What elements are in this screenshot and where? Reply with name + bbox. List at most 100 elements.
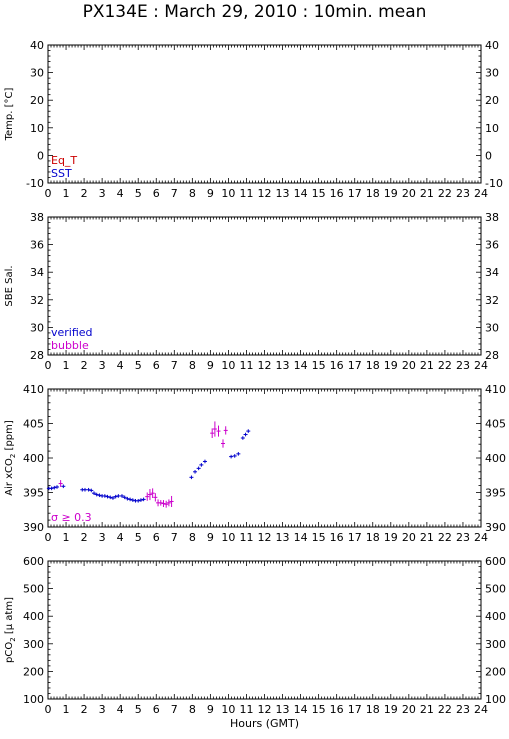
x-tick-label: 9 xyxy=(207,531,214,544)
y-tick-label: 28 xyxy=(30,349,44,362)
x-tick-label: 4 xyxy=(117,187,124,200)
y-tick-label: 405 xyxy=(23,418,44,431)
x-tick-label: 10 xyxy=(221,187,235,200)
x-tick-label: 23 xyxy=(456,531,470,544)
y-tick-label: 30 xyxy=(30,67,44,80)
legend-label: verified xyxy=(51,326,93,339)
y-tick-label: 34 xyxy=(30,266,44,279)
x-tick-label: 17 xyxy=(348,359,362,372)
x-tick-label: 12 xyxy=(258,703,272,716)
x-tick-label: 3 xyxy=(99,531,106,544)
y-tick-label-right: 20 xyxy=(485,94,499,107)
x-tick-label: 15 xyxy=(312,531,326,544)
y-tick-label-right: 500 xyxy=(485,583,506,596)
x-tick-label: 12 xyxy=(258,531,272,544)
y-tick-label-right: 10 xyxy=(485,122,499,135)
x-tick-label: 4 xyxy=(117,703,124,716)
x-tick-label: 1 xyxy=(63,703,70,716)
x-tick-label: 21 xyxy=(420,703,434,716)
y-tick-label-right: 410 xyxy=(485,383,506,396)
y-tick-label-right: 30 xyxy=(485,67,499,80)
y-tick-label: 395 xyxy=(23,487,44,500)
y-tick-label: 38 xyxy=(30,211,44,224)
x-tick-label: 0 xyxy=(45,359,52,372)
x-tick-label: 13 xyxy=(276,187,290,200)
x-tick-label: 19 xyxy=(384,703,398,716)
y-tick-label: 400 xyxy=(23,452,44,465)
x-tick-label: 11 xyxy=(239,703,253,716)
y-tick-label: 0 xyxy=(37,149,44,162)
x-tick-label: 24 xyxy=(474,187,488,200)
x-tick-label: 5 xyxy=(135,703,142,716)
y-tick-label-right: 200 xyxy=(485,665,506,678)
x-tick-label: 3 xyxy=(99,359,106,372)
x-tick-label: 19 xyxy=(384,187,398,200)
x-tick-label: 9 xyxy=(207,187,214,200)
legend-label: SST xyxy=(51,167,72,180)
x-tick-label: 7 xyxy=(171,703,178,716)
x-tick-label: 14 xyxy=(294,531,308,544)
y-tick-label: 32 xyxy=(30,294,44,307)
x-tick-label: 0 xyxy=(45,531,52,544)
x-tick-label: 6 xyxy=(153,359,160,372)
y-tick-label-right: 395 xyxy=(485,487,506,500)
x-tick-label: 0 xyxy=(45,703,52,716)
x-tick-label: 21 xyxy=(420,359,434,372)
y-tick-label-right: 38 xyxy=(485,211,499,224)
y-tick-label: 30 xyxy=(30,321,44,334)
plot-frame xyxy=(47,560,482,700)
x-tick-label: 17 xyxy=(348,187,362,200)
y-tick-label-right: 400 xyxy=(485,452,506,465)
x-tick-label: 8 xyxy=(189,359,196,372)
x-tick-label: 3 xyxy=(99,703,106,716)
y-axis-label: pCO2 [μ atm] xyxy=(4,597,17,663)
y-tick-label: 410 xyxy=(23,383,44,396)
y-tick-label-right: 100 xyxy=(485,693,506,706)
x-tick-label: 13 xyxy=(276,359,290,372)
x-tick-label: 17 xyxy=(348,703,362,716)
x-tick-label: 11 xyxy=(239,531,253,544)
x-tick-label: 22 xyxy=(438,359,452,372)
x-tick-label: 1 xyxy=(63,187,70,200)
x-tick-label: 12 xyxy=(258,359,272,372)
x-tick-label: 3 xyxy=(99,187,106,200)
x-tick-label: 14 xyxy=(294,187,308,200)
x-tick-label: 22 xyxy=(438,187,452,200)
y-tick-label-right: 405 xyxy=(485,418,506,431)
x-tick-label: 20 xyxy=(402,531,416,544)
x-tick-label: 20 xyxy=(402,359,416,372)
x-tick-label: 24 xyxy=(474,531,488,544)
x-tick-label: 18 xyxy=(366,187,380,200)
y-tick-label-right: 40 xyxy=(485,39,499,52)
x-tick-label: 5 xyxy=(135,359,142,372)
y-tick-label: 300 xyxy=(23,638,44,651)
x-tick-label: 9 xyxy=(207,703,214,716)
y-tick-label: 600 xyxy=(23,555,44,568)
x-tick-label: 17 xyxy=(348,531,362,544)
plot-frame xyxy=(47,388,482,528)
y-axis-label: Temp. [°C] xyxy=(4,88,15,142)
y-tick-label: 36 xyxy=(30,239,44,252)
x-tick-label: 2 xyxy=(81,187,88,200)
y-tick-label-right: -10 xyxy=(485,177,503,190)
chart-title: PX134E : March 29, 2010 : 10min. mean xyxy=(82,2,427,22)
x-tick-label: 1 xyxy=(63,359,70,372)
x-tick-label: 8 xyxy=(189,531,196,544)
x-tick-label: 12 xyxy=(258,187,272,200)
y-tick-label-right: 34 xyxy=(485,266,499,279)
y-tick-label-right: 28 xyxy=(485,349,499,362)
x-tick-label: 24 xyxy=(474,359,488,372)
x-tick-label: 18 xyxy=(366,359,380,372)
x-tick-label: 13 xyxy=(276,531,290,544)
y-tick-label: -10 xyxy=(26,177,44,190)
x-tick-label: 16 xyxy=(330,187,344,200)
y-tick-label: 40 xyxy=(30,39,44,52)
legend-label: Eq_T xyxy=(51,154,77,167)
x-tick-label: 7 xyxy=(171,187,178,200)
y-tick-label-right: 400 xyxy=(485,610,506,623)
x-tick-label: 18 xyxy=(366,531,380,544)
y-tick-label-right: 300 xyxy=(485,638,506,651)
x-tick-label: 23 xyxy=(456,187,470,200)
y-tick-label: 100 xyxy=(23,693,44,706)
x-tick-label: 19 xyxy=(384,359,398,372)
